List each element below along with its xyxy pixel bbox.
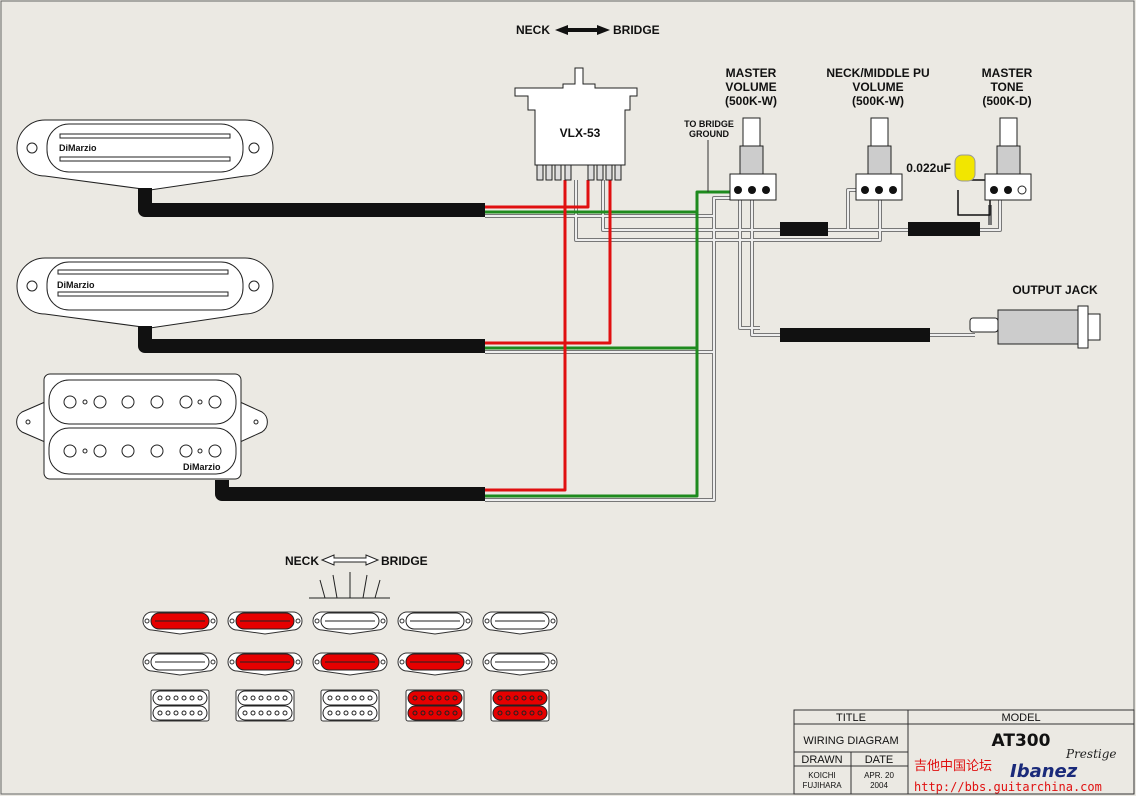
neck-label: NECK — [516, 23, 550, 37]
selector-neck-pickup-pos1 — [142, 611, 218, 635]
pot-label: NECK/MIDDLE PU — [826, 66, 929, 80]
bridge-humbucker: DiMarzio — [16, 373, 268, 480]
drawn-by: FUJIHARA — [802, 781, 842, 790]
selector-middle-pickup-pos2 — [227, 652, 303, 676]
drawn-header: DRAWN — [801, 754, 842, 766]
tone-capacitor: 0.022uF — [906, 154, 976, 182]
selector-middle-pickup-pos1 — [142, 652, 218, 676]
bridge-ground-label: TO BRIDGE — [684, 119, 734, 129]
bridge-label: BRIDGE — [613, 23, 660, 37]
selector-neck-pickup-pos4 — [397, 611, 473, 635]
date: APR. 20 — [864, 771, 894, 780]
selector-neck-pickup-pos2 — [227, 611, 303, 635]
wiring — [138, 140, 1002, 502]
drawn-by: KOICHI — [808, 771, 836, 780]
double-arrow-icon — [555, 25, 610, 35]
selector-bridge-pickup-pos2 — [235, 689, 295, 722]
switch-positions-icon — [309, 572, 390, 599]
brand-logo: DiMarzio — [59, 143, 97, 153]
watermark: http://bbs.guitarchina.com — [914, 780, 1102, 794]
selector-chart: NECK BRIDGE — [142, 554, 558, 722]
pot-label: VOLUME — [725, 80, 776, 94]
brand-logo: DiMarzio — [183, 462, 221, 472]
selector-middle-pickup-pos5 — [482, 652, 558, 676]
model-header: MODEL — [1001, 712, 1040, 724]
pot-label: TONE — [990, 80, 1023, 94]
switch-model: VLX-53 — [560, 126, 601, 140]
master-volume-pot[interactable]: MASTER VOLUME (500K-W) — [725, 66, 777, 201]
middle-pickup: DiMarzio — [16, 257, 274, 329]
selector-neck-pickup-pos3 — [312, 611, 388, 635]
selector-bridge-pickup-pos5 — [490, 689, 550, 722]
title-header: TITLE — [836, 712, 866, 724]
selector-middle-pickup-pos4 — [397, 652, 473, 676]
bridge-ground-label: GROUND — [689, 129, 729, 139]
pot-label: (500K-W) — [725, 94, 777, 108]
pot-label: MASTER — [726, 66, 777, 80]
capacitor-value: 0.022uF — [906, 161, 951, 175]
neck-pickup: DiMarzio — [16, 119, 274, 191]
neck-label: NECK — [285, 554, 319, 568]
selector-bridge-pickup-pos3 — [320, 689, 380, 722]
title-block: TITLE WIRING DIAGRAM MODEL AT300 DRAWN D… — [793, 709, 1135, 795]
output-jack-label: OUTPUT JACK — [1012, 283, 1098, 297]
watermark: 吉他中国论坛 — [914, 759, 992, 774]
brand-logo: DiMarzio — [57, 280, 95, 290]
master-tone-pot[interactable]: MASTER TONE (500K-D) — [982, 66, 1033, 201]
selector-neck-pickup-pos5 — [482, 611, 558, 635]
selector-bridge-pickup-pos4 — [405, 689, 465, 722]
pot-label: (500K-W) — [852, 94, 904, 108]
date: 2004 — [870, 781, 888, 790]
pot-label: MASTER — [982, 66, 1033, 80]
ibanez-logo: Ibanez — [1010, 761, 1078, 782]
drawing-title: WIRING DIAGRAM — [803, 735, 898, 747]
five-way-switch[interactable]: VLX-53 — [514, 67, 638, 181]
selector-middle-pickup-pos3 — [312, 652, 388, 676]
bridge-label: BRIDGE — [381, 554, 428, 568]
prestige-logo: Prestige — [1065, 747, 1117, 761]
model-name: AT300 — [992, 731, 1051, 751]
capacitor-icon — [954, 154, 976, 182]
switch-direction: NECK BRIDGE — [516, 23, 660, 37]
output-jack[interactable]: OUTPUT JACK — [969, 283, 1101, 349]
double-arrow-icon — [320, 554, 380, 566]
pot-label: VOLUME — [852, 80, 903, 94]
pot-label: (500K-D) — [982, 94, 1031, 108]
selector-bridge-pickup-pos1 — [150, 689, 210, 722]
date-header: DATE — [865, 754, 894, 766]
neck-middle-volume-pot[interactable]: NECK/MIDDLE PU VOLUME (500K-W) — [826, 66, 930, 201]
